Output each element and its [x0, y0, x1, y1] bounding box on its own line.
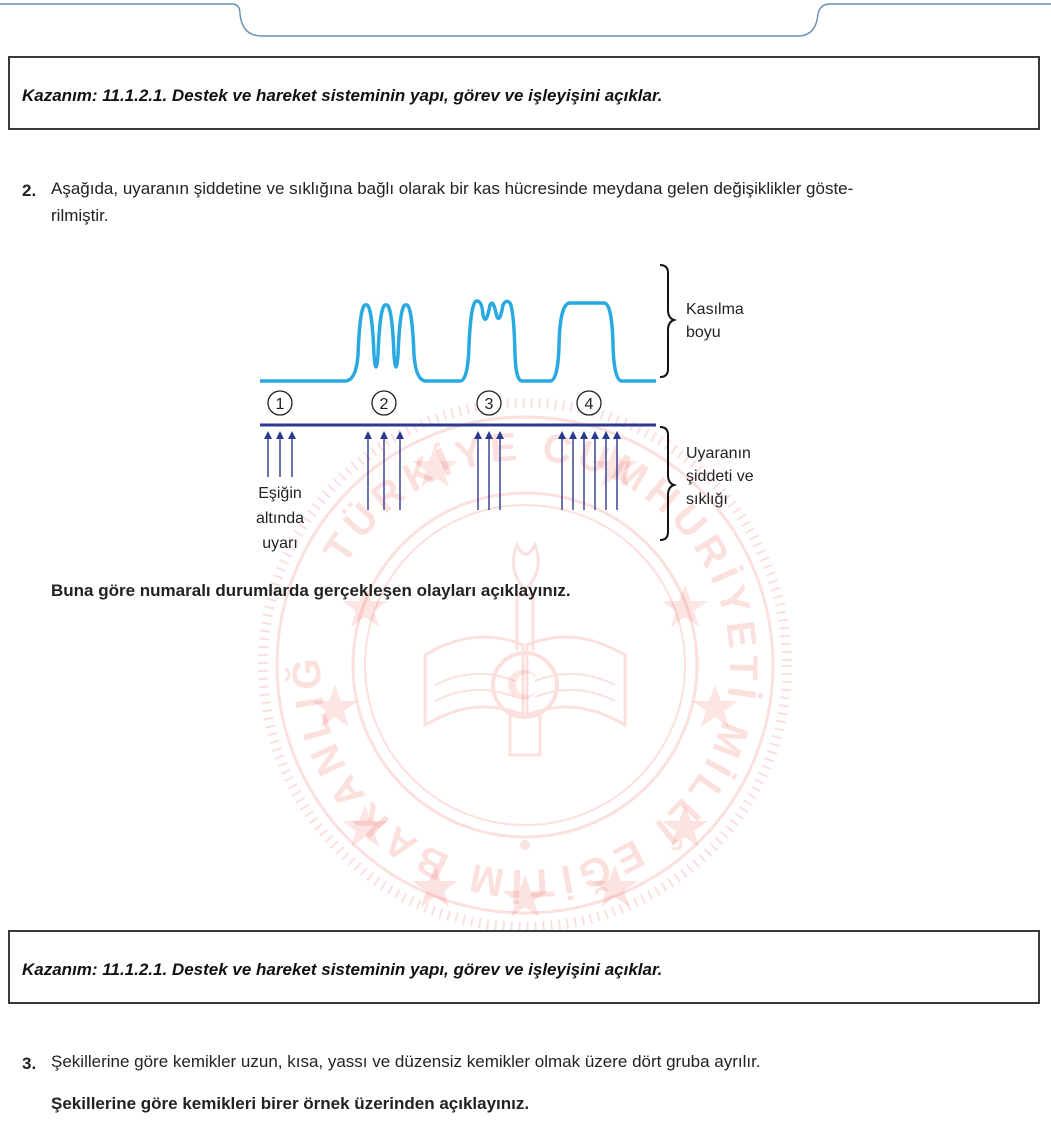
case-marker-4: 4 — [576, 390, 602, 416]
label-stimulus-2: şiddeti ve — [686, 468, 754, 485]
question-prompt: Buna göre numaralı durumlarda gerçekleşe… — [51, 581, 571, 600]
label-contraction-1: Kasılma — [686, 301, 744, 318]
contraction-curve — [260, 299, 656, 383]
kazanim-text: Kazanım: 11.1.2.1. Destek ve hareket sis… — [22, 86, 663, 105]
kazanim-box: Kazanım: 11.1.2.1. Destek ve hareket sis… — [8, 930, 1040, 1004]
label-stimulus-3: sıklığı — [686, 491, 728, 508]
question-number: 2. — [22, 181, 37, 200]
case-number-2: 2 — [380, 396, 389, 413]
kazanim-text: Kazanım: 11.1.2.1. Destek ve hareket sis… — [22, 960, 663, 979]
question-prompt: Şekillerine göre kemikleri birer örnek ü… — [51, 1094, 530, 1113]
question-number: 3. — [22, 1054, 37, 1073]
question-text: Şekillerine göre kemikler uzun, kısa, ya… — [51, 1052, 761, 1071]
question-text-line1: Aşağıda, uyaranın şiddetine ve sıklığına… — [51, 179, 854, 198]
brace-stimulus — [659, 426, 678, 541]
kazanim-box: Kazanım: 11.1.2.1. Destek ve hareket sis… — [8, 56, 1040, 130]
ministry-seal-watermark: TÜRKİYE CUMHURİYETİ MİLLÎ EĞİTİM BAKANLI… — [255, 395, 792, 932]
label-threshold-1: Eşiğin — [258, 485, 302, 502]
header-tab-decoration — [0, 3, 1051, 37]
label-contraction-2: boyu — [686, 324, 721, 341]
stimulus-arrows — [264, 431, 621, 510]
case-marker-2: 2 — [371, 390, 397, 416]
case-marker-1: 1 — [267, 390, 293, 416]
brace-contraction — [659, 264, 678, 378]
label-threshold-3: uyarı — [262, 535, 298, 552]
case-number-1: 1 — [276, 396, 285, 413]
question-text-line2: rilmiştir. — [51, 206, 109, 225]
case-number-3: 3 — [485, 396, 494, 413]
label-threshold-2: altında — [256, 510, 304, 527]
case-marker-3: 3 — [476, 390, 502, 416]
case-number-4: 4 — [585, 396, 594, 413]
label-stimulus-1: Uyaranın — [686, 445, 751, 462]
muscle-contraction-diagram: Kasılma boyu 1 2 3 4 Eşiğin alt — [256, 264, 754, 552]
question-text: Aşağıda, uyaranın şiddetine ve sıklığına… — [51, 175, 1041, 229]
